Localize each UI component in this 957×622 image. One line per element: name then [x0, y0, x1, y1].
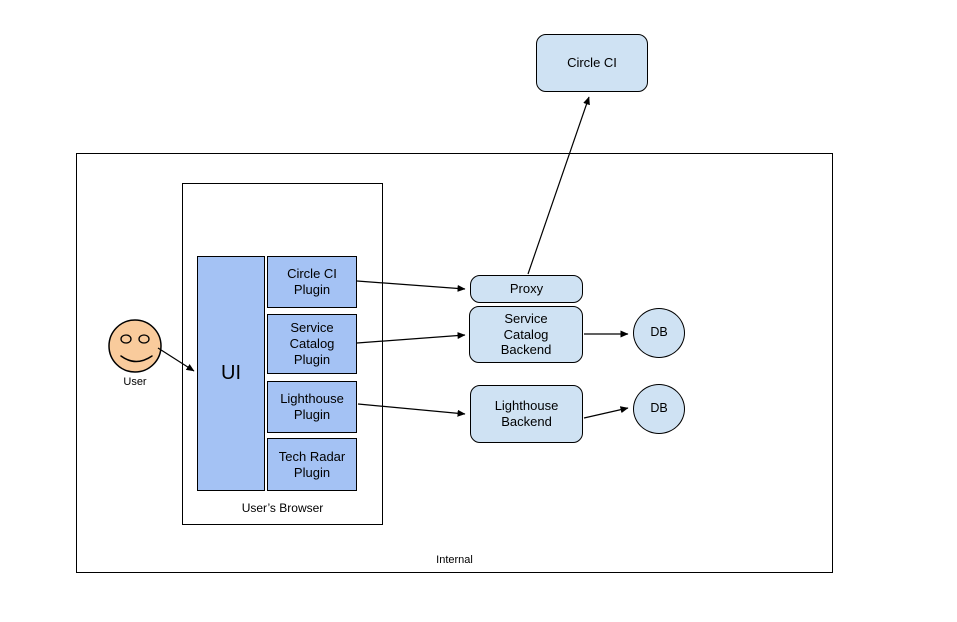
proxy-node: Proxy: [470, 275, 583, 303]
lighthouse-backend-node: Lighthouse Backend: [470, 385, 583, 443]
lighthouse-plugin-node: Lighthouse Plugin: [267, 381, 357, 433]
user-eye-left: [120, 334, 132, 344]
tech-radar-plugin-node: Tech Radar Plugin: [267, 438, 357, 491]
internal-label: Internal: [436, 554, 473, 566]
circle-ci-plugin-node: Circle CI Plugin: [267, 256, 357, 308]
users-browser-label: User’s Browser: [241, 501, 324, 515]
service-catalog-db-node: DB: [633, 308, 685, 358]
user-eye-right: [138, 334, 150, 344]
service-catalog-backend-node: Service Catalog Backend: [469, 306, 583, 363]
user-icon: [108, 319, 162, 373]
user-smile: [120, 355, 153, 363]
user-label: User: [123, 376, 147, 388]
service-catalog-plugin-node: Service Catalog Plugin: [267, 314, 357, 374]
lighthouse-db-node: DB: [633, 384, 685, 434]
ui-node: UI: [197, 256, 265, 491]
circle-ci-node: Circle CI: [536, 34, 648, 92]
